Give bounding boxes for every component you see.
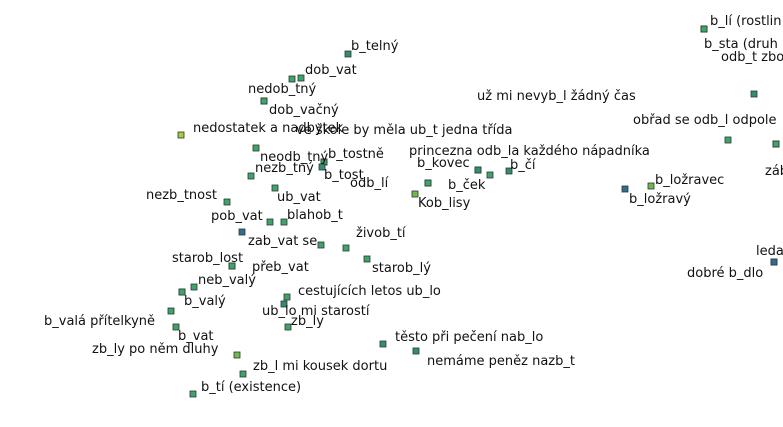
point-label: b_telný — [351, 39, 399, 54]
point-marker — [247, 172, 255, 180]
point-label: b_vat — [178, 329, 214, 344]
point-marker — [288, 75, 296, 83]
point-marker — [238, 228, 246, 236]
point-label: princezna odb_la každého nápadníka — [409, 144, 650, 159]
point-marker — [190, 283, 198, 291]
point-marker — [297, 74, 305, 82]
point-marker — [486, 171, 494, 179]
point-label: Kob_lisy — [418, 196, 471, 211]
point-label: b_valý — [184, 294, 226, 309]
point-marker — [260, 97, 268, 105]
point-label: nedostatek a nadbytek — [193, 121, 344, 136]
point-label: neb_valý — [198, 273, 256, 288]
point-label: ve škole by měla ub_t jedna třída — [296, 123, 513, 138]
point-label: ub_vat — [277, 190, 321, 205]
point-marker — [317, 241, 325, 249]
point-label: b_ložravec — [655, 173, 724, 188]
point-label: zb_ly po něm dluhy — [92, 342, 219, 357]
point-label: starob_lost — [172, 251, 243, 266]
point-marker — [344, 50, 352, 58]
point-label: b_tí (existence) — [201, 380, 301, 395]
point-marker — [167, 307, 175, 315]
point-marker — [223, 198, 231, 206]
point-label: nezb_tný — [255, 161, 314, 176]
point-marker — [772, 140, 780, 148]
point-marker — [280, 300, 288, 308]
point-marker — [284, 323, 292, 331]
point-label: zb_ly — [291, 314, 324, 329]
point-marker — [770, 258, 778, 266]
point-label: b_tostně — [328, 147, 384, 162]
point-label: ledař — [756, 244, 783, 259]
point-label: zab_vat se — [248, 234, 317, 249]
point-marker — [228, 262, 236, 270]
point-marker — [233, 351, 241, 359]
point-marker — [280, 218, 288, 226]
point-label: b_ček — [448, 178, 486, 193]
point-label: záb — [765, 164, 783, 179]
point-marker — [172, 323, 180, 331]
point-label: pob_vat — [211, 209, 263, 224]
point-marker — [424, 179, 432, 187]
point-marker — [177, 131, 185, 139]
point-marker — [178, 288, 186, 296]
point-marker — [271, 184, 279, 192]
point-marker — [266, 218, 274, 226]
point-label: živob_tí — [356, 226, 406, 241]
point-label: nezb_tnost — [146, 188, 217, 203]
point-marker — [411, 190, 419, 198]
point-marker — [363, 255, 371, 263]
point-marker — [621, 185, 629, 193]
point-marker — [189, 390, 197, 398]
point-label: nemáme peněz nazb_t — [427, 354, 575, 369]
point-label: dob_vat — [305, 63, 357, 78]
point-label: těsto při pečení nab_lo — [395, 330, 543, 345]
point-label: b_valá přítelkyně — [44, 314, 155, 329]
point-marker — [647, 182, 655, 190]
point-markers — [167, 25, 780, 398]
point-marker — [412, 347, 420, 355]
point-marker — [474, 166, 482, 174]
point-label: ub_lo mi starostí — [262, 304, 370, 319]
point-marker — [750, 90, 758, 98]
point-label: dobré b_dlo — [687, 266, 763, 281]
point-label: odb_t zbo — [721, 50, 783, 65]
point-label: b_ložravý — [629, 192, 691, 207]
point-label: cestujících letos ub_lo — [298, 284, 441, 299]
point-marker — [724, 136, 732, 144]
point-label: dob_vačný — [269, 103, 339, 118]
point-marker — [239, 370, 247, 378]
point-marker — [252, 144, 260, 152]
point-label: neodb_tný — [260, 150, 329, 165]
point-label: b_tost — [324, 168, 364, 183]
point-marker — [379, 340, 387, 348]
point-label: blahob_t — [287, 208, 343, 223]
point-label: b_čí — [510, 158, 536, 173]
point-label: přeb_vat — [252, 260, 309, 275]
point-marker — [505, 167, 513, 175]
point-marker — [283, 293, 291, 301]
point-marker — [700, 25, 708, 33]
point-marker — [318, 163, 326, 171]
point-marker — [342, 244, 350, 252]
point-label: odb_lí — [350, 176, 389, 191]
point-label: b_sta (druh — [704, 37, 778, 52]
point-label: b_lí (rostlin — [710, 14, 782, 29]
point-label: b_kovec — [417, 156, 470, 171]
point-label: nedob_tný — [248, 82, 317, 97]
point-label: zb_l mi kousek dortu — [253, 359, 387, 374]
point-label: starob_lý — [372, 261, 431, 276]
point-label: už mi nevyb_l žádný čas — [477, 89, 636, 104]
point-label: obřad se odb_l odpole — [633, 113, 777, 128]
